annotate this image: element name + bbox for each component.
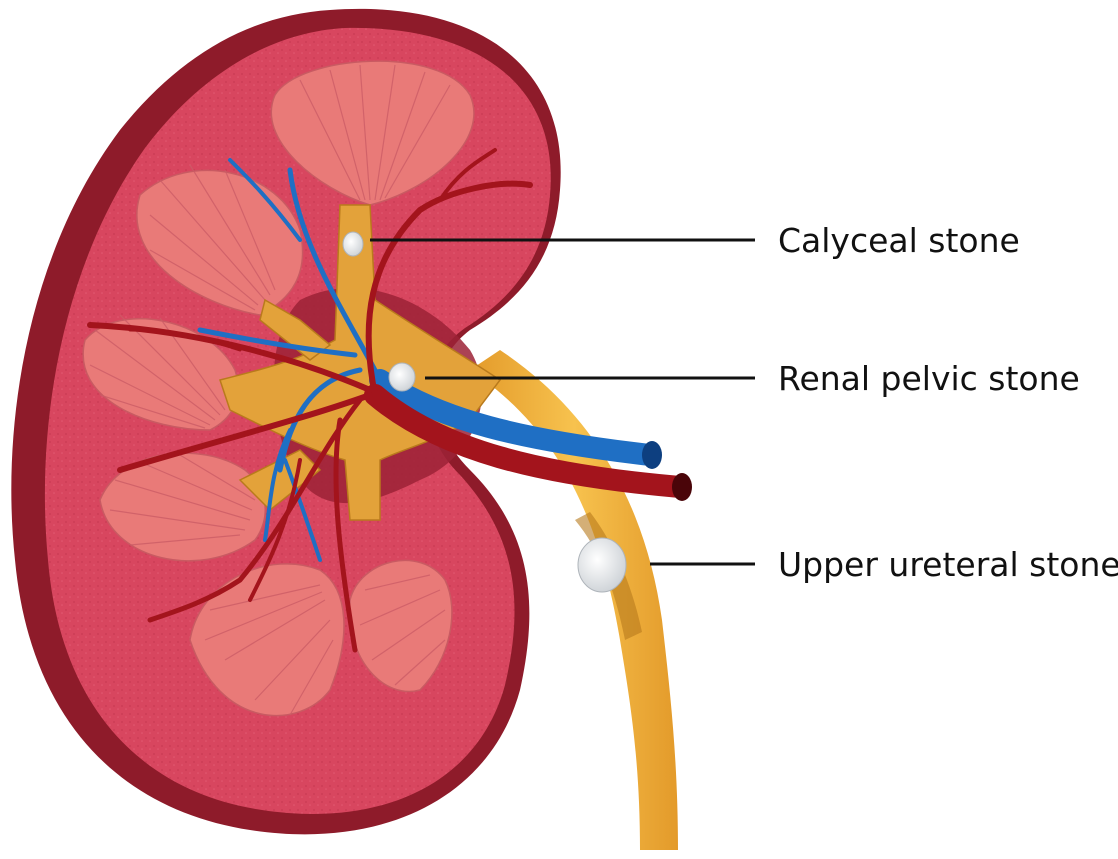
calyceal-stone-label: Calyceal stone: [778, 221, 1020, 260]
artery-opening: [672, 473, 692, 501]
upper-ureteral-stone: [578, 538, 626, 592]
kidney-illustration: [11, 9, 692, 834]
renal-pelvic-stone: [389, 363, 415, 391]
vein-opening: [642, 441, 662, 469]
calyceal-stone: [343, 232, 363, 256]
renal-pelvic-stone-label: Renal pelvic stone: [778, 359, 1080, 398]
upper-ureteral-stone-label: Upper ureteral stone: [778, 545, 1118, 584]
